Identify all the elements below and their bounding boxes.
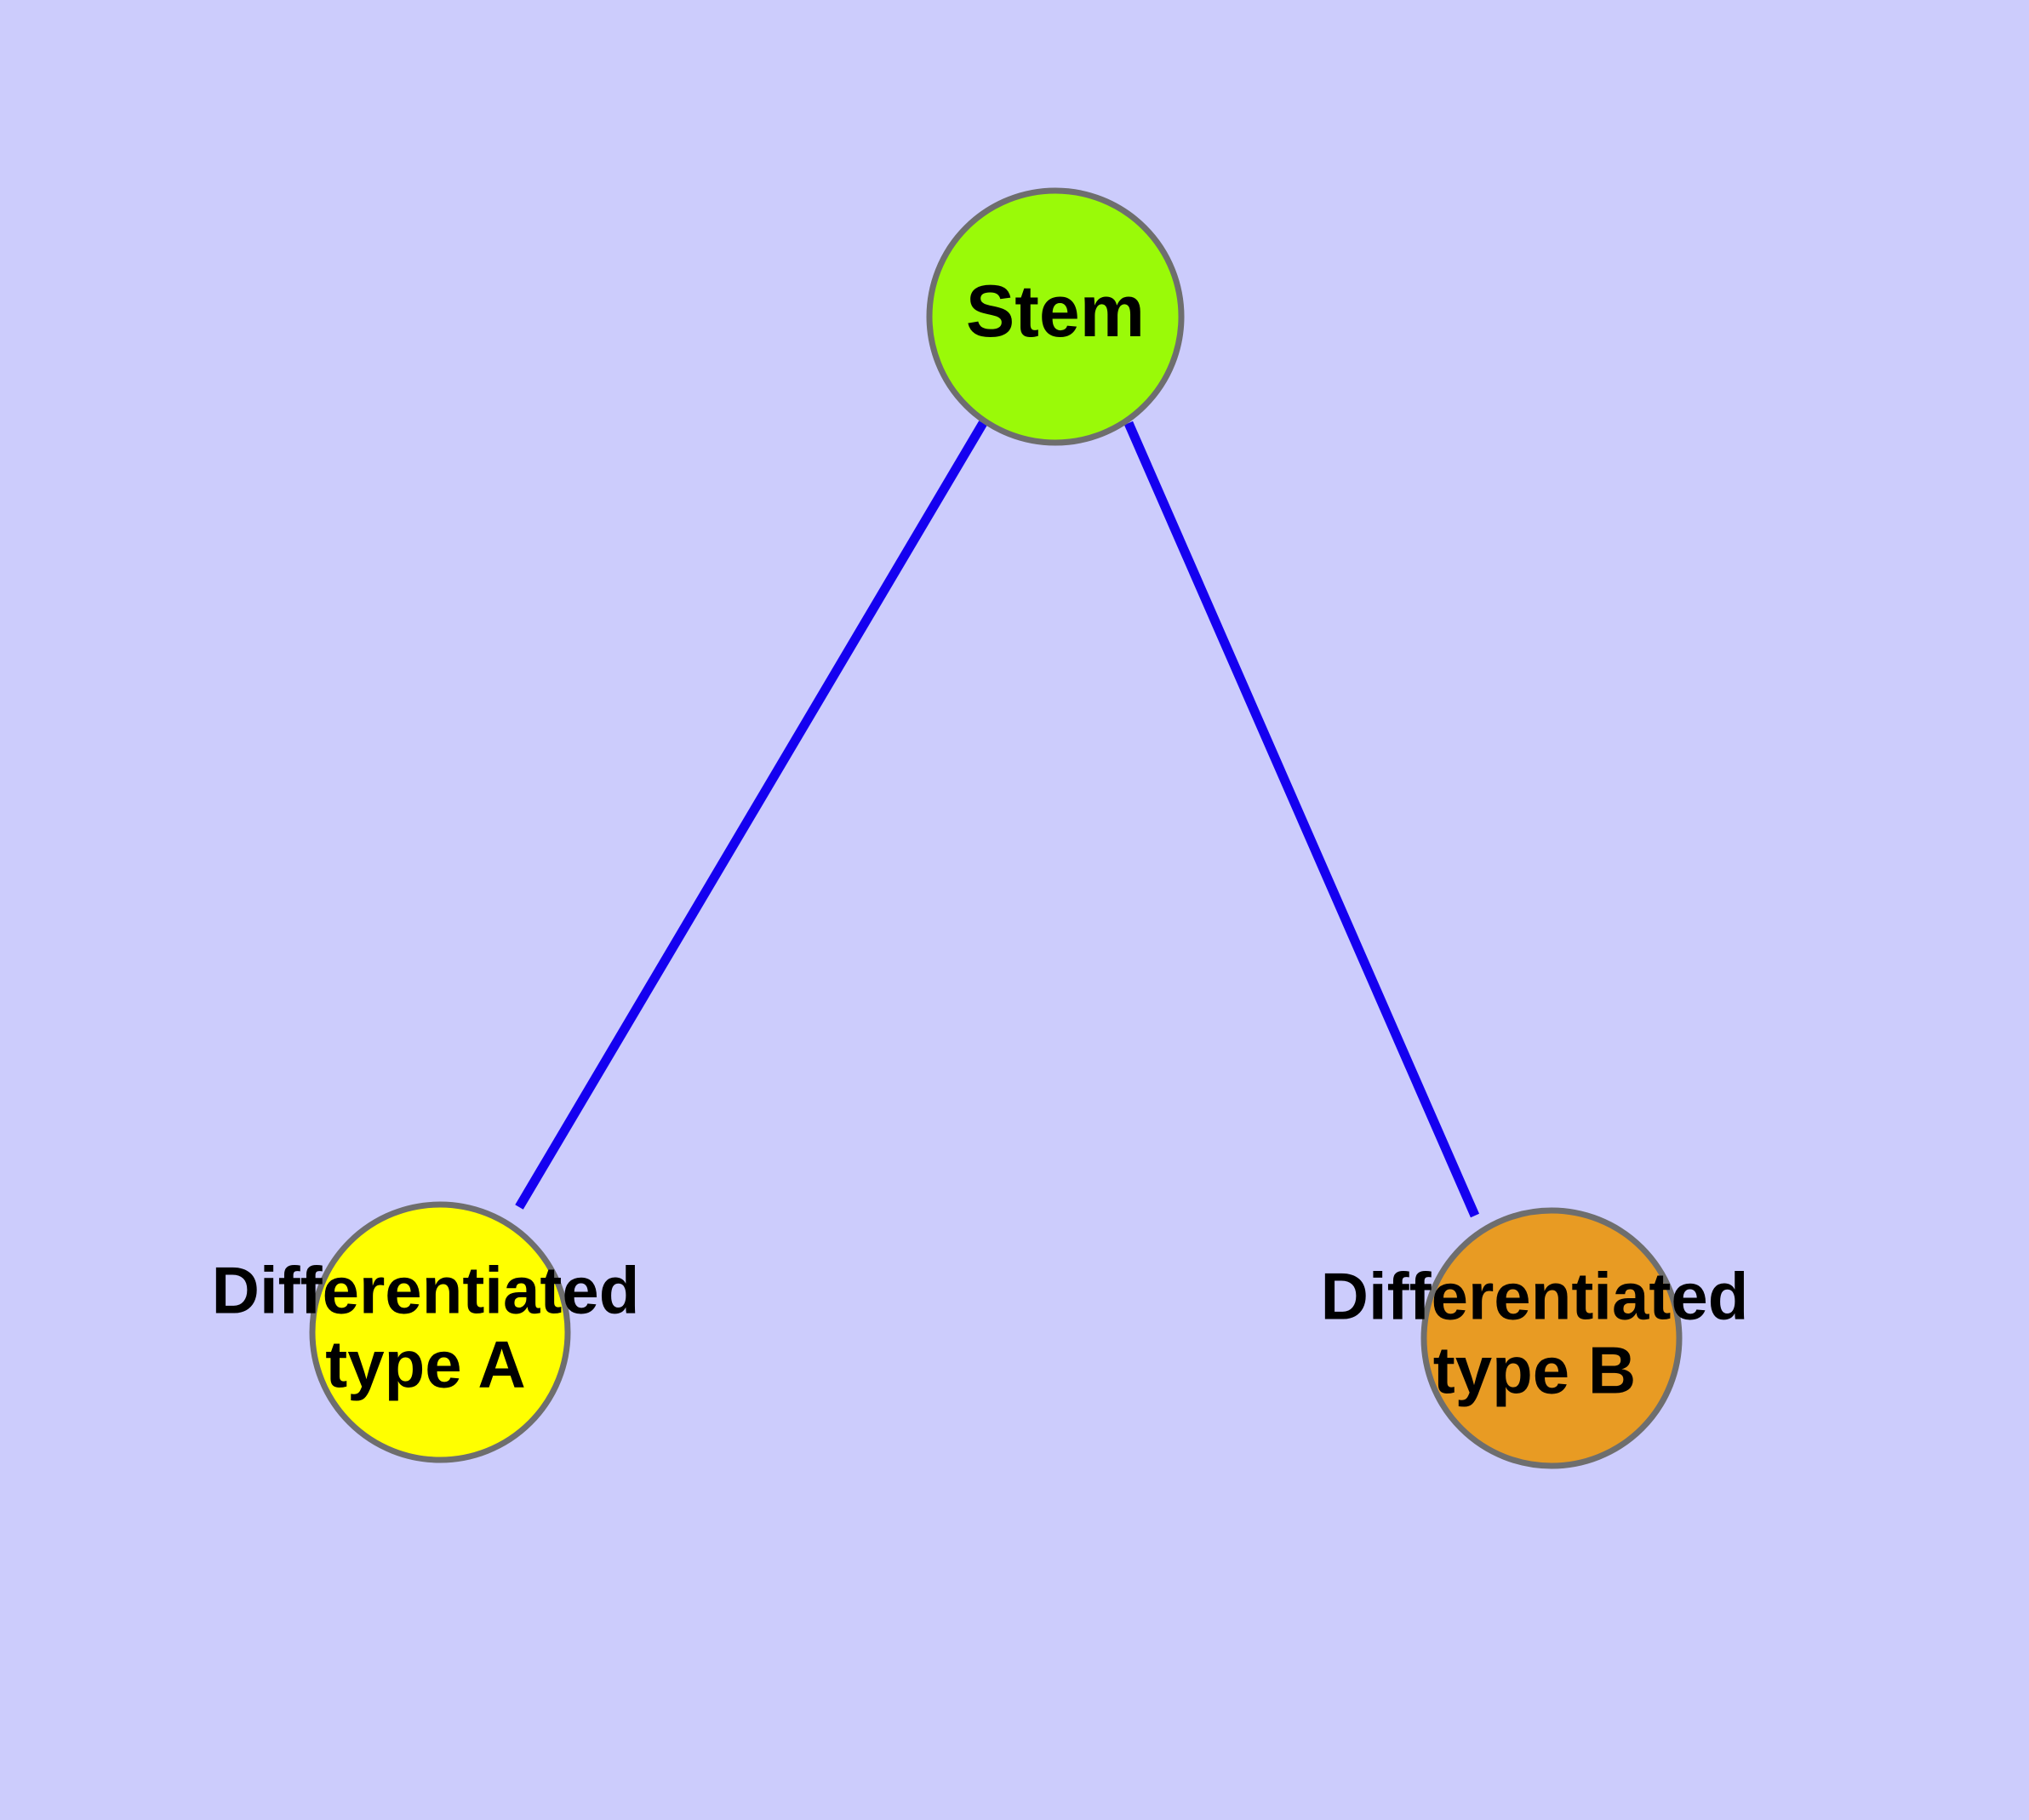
node-label-line: Differentiated xyxy=(1321,1258,1749,1333)
node-stem[interactable] xyxy=(926,187,1185,446)
node-diff_b[interactable] xyxy=(1420,1207,1683,1469)
edge-stem-to-diff-a[interactable] xyxy=(515,421,987,1210)
node-label-stem: Stem xyxy=(966,271,1145,352)
node-label-line: type A xyxy=(325,1326,526,1401)
node-label-line: type B xyxy=(1433,1332,1636,1407)
node-label-line: Differentiated xyxy=(212,1252,640,1327)
nodes-layer xyxy=(309,187,1683,1469)
edge-stem-to-diff-b[interactable] xyxy=(1123,421,1480,1218)
node-diff_a[interactable] xyxy=(309,1201,571,1463)
node-label-line: Stem xyxy=(966,271,1145,352)
edges-layer xyxy=(515,421,1480,1218)
